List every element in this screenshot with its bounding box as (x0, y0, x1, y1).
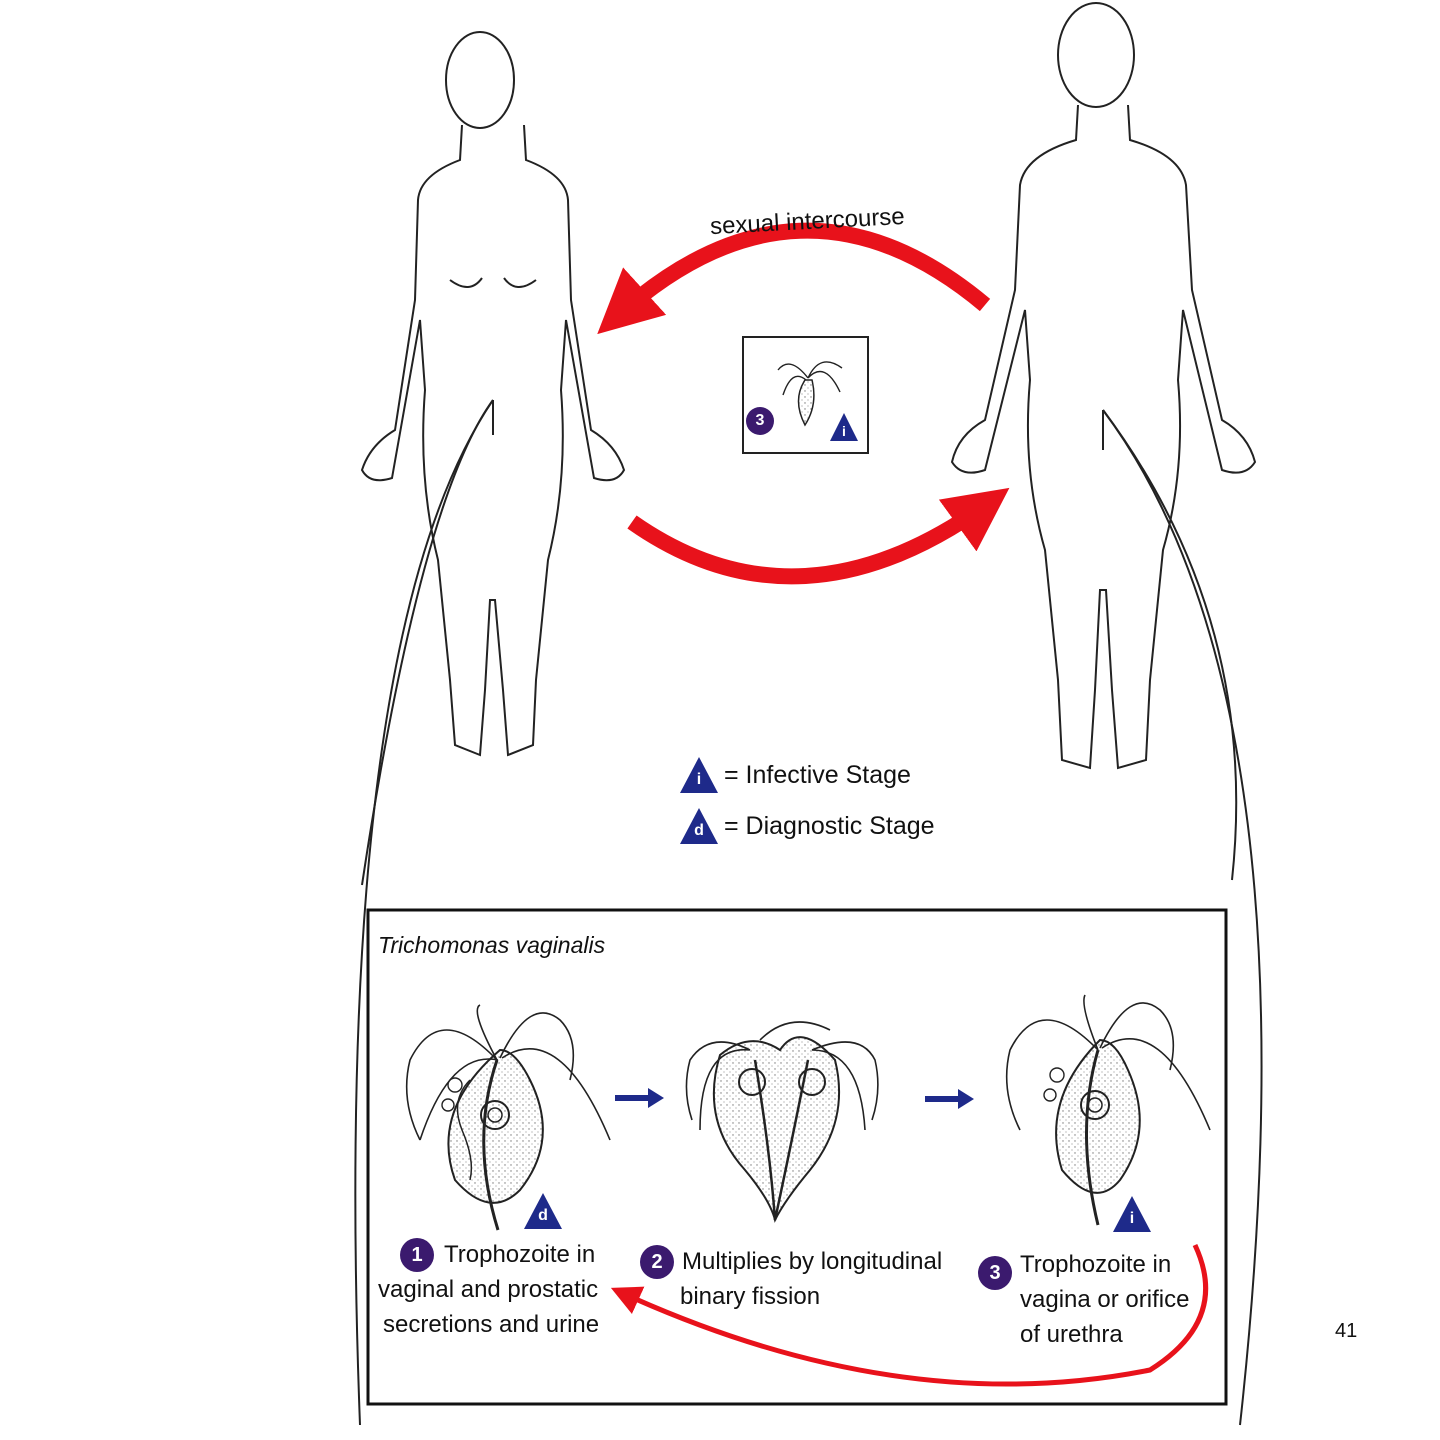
step-1-line-1: Trophozoite in (444, 1241, 596, 1268)
panel-title: Trichomonas vaginalis (378, 932, 606, 958)
page-number: 41 (1335, 1320, 1358, 1342)
step-1-number: 1 (400, 1238, 434, 1272)
infective-stage-icon: i (680, 757, 718, 793)
legend-infective: i = Infective Stage (680, 757, 911, 793)
cycle-return-arrow (610, 1243, 1209, 1387)
step-1-caption: 1 Trophozoite in vaginal and prostatic s… (378, 1238, 599, 1342)
legend-diagnostic: d = Diagnostic Stage (680, 808, 935, 844)
step-3-caption: 3 Trophozoite in vagina or orifice of ur… (978, 1248, 1189, 1352)
dividing-trophozoite-illustration (685, 1021, 879, 1223)
transmission-arrow-to-female (597, 222, 991, 335)
inset-infective-triangle: i (830, 413, 858, 441)
connector-curves (354, 399, 1263, 1426)
step-3-line-3: of urethra (1020, 1320, 1123, 1348)
female-figure (360, 31, 626, 757)
diagnostic-stage-icon: d (680, 808, 718, 844)
inset-step-circle: 3 (746, 407, 774, 435)
step-2-number: 2 (640, 1245, 674, 1279)
step-2-line-2: binary fission (680, 1282, 821, 1310)
male-figure (950, 2, 1257, 770)
step-1-line-2: vaginal and prostatic (378, 1275, 599, 1303)
step-3-stage-triangle: i (1113, 1196, 1151, 1232)
step-arrows (615, 1088, 974, 1109)
trophozoite-1-illustration (405, 1004, 611, 1231)
inset-trophozoite (777, 361, 843, 427)
step-2-caption: 2 Multiplies by longitudinal binary fiss… (640, 1245, 942, 1315)
step-2-line-1: Multiplies by longitudinal (682, 1248, 943, 1275)
step-3-line-1: Trophozoite in (1020, 1251, 1172, 1278)
step-3-number: 3 (978, 1256, 1012, 1290)
step-3-line-2: vagina or orifice (1020, 1285, 1190, 1313)
legend-infective-text: = Infective Stage (724, 760, 911, 789)
legend-diagnostic-text: = Diagnostic Stage (724, 811, 935, 840)
step-1-line-3: secretions and urine (383, 1310, 600, 1338)
step-1-stage-triangle: d (524, 1193, 562, 1229)
transmission-arrow-to-male (627, 487, 1010, 585)
trophozoite-3-illustration (1005, 994, 1211, 1226)
